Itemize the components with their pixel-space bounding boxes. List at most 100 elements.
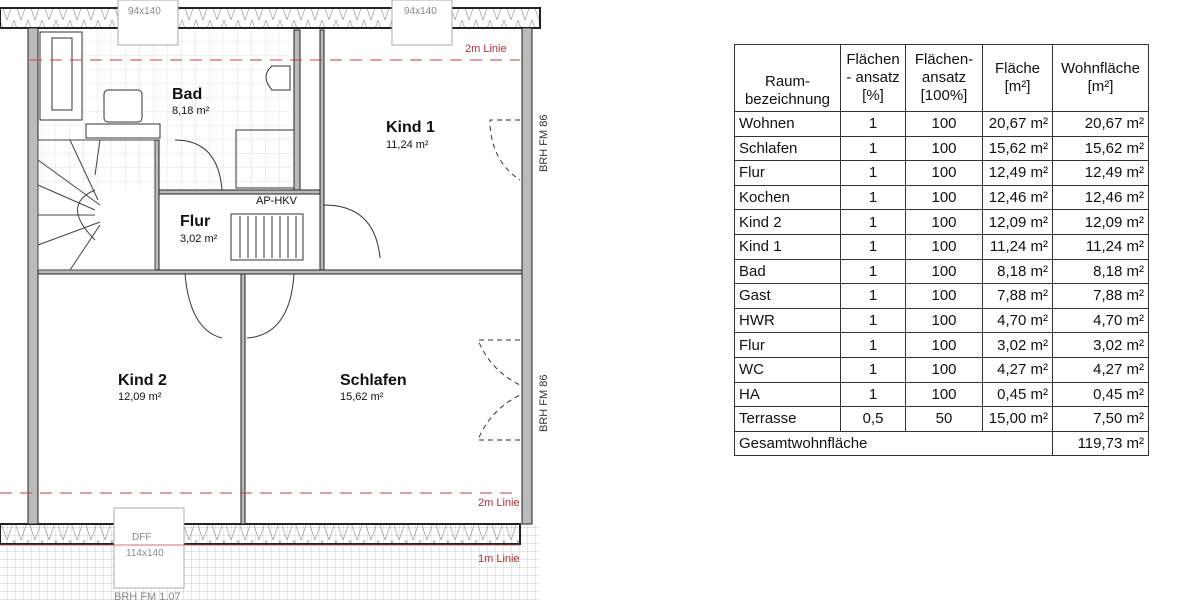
room-cell: Flur [734, 332, 841, 358]
table-total-row: Gesamtwohnfläche 119,73 m² [734, 430, 1149, 457]
room-name-kind2: Kind 2 [118, 372, 167, 389]
area-cell: 12,49 m² [982, 160, 1053, 186]
column-header: Flächen- ansatz [100%] [905, 44, 983, 112]
roof-wall-bottom [0, 523, 521, 545]
wall-left [27, 27, 39, 525]
room-cell: Schlafen [734, 135, 841, 162]
column-header: Raum- bezeichnung [734, 44, 841, 112]
factor-cell: 1 [840, 160, 906, 186]
area-cell: 8,18 m² [982, 258, 1053, 285]
radiator [230, 213, 304, 261]
living-area-cell: 12,09 m² [1052, 209, 1149, 235]
2m-line-label-top: 2m Linie [465, 43, 507, 55]
wall-bad [293, 29, 301, 191]
wall-right [521, 27, 533, 525]
room-name-bad: Bad [172, 86, 202, 103]
room-name-kind1: Kind 1 [386, 119, 435, 136]
1m-line-label: 1m Linie [478, 553, 520, 565]
factor-cell: 1 [840, 111, 906, 137]
percent-cell: 100 [905, 135, 983, 162]
wall-kind2-schlafen [240, 273, 246, 525]
room-area-flur: 3,02 m² [180, 233, 218, 245]
room-area-kind1: 11,24 m² [386, 139, 429, 151]
column-header: Wohnfläche [m²] [1052, 44, 1149, 112]
factor-cell: 1 [840, 233, 906, 260]
percent-cell: 100 [905, 283, 983, 309]
living-area-cell: 15,62 m² [1052, 135, 1149, 162]
area-cell: 12,46 m² [982, 184, 1053, 211]
total-label: Gesamtwohnfläche [734, 430, 1053, 457]
percent-cell: 100 [905, 233, 983, 260]
percent-cell: 100 [905, 356, 983, 383]
room-cell: Wohnen [734, 111, 841, 137]
living-area-cell: 0,45 m² [1052, 381, 1149, 408]
room-area-kind2: 12,09 m² [118, 391, 162, 403]
factor-cell: 1 [840, 209, 906, 235]
radiator-fins [239, 216, 297, 258]
column-header: Fläche [m²] [982, 44, 1053, 112]
area-cell: 4,70 m² [982, 307, 1053, 334]
room-cell: HA [734, 381, 841, 408]
living-area-cell: 12,49 m² [1052, 160, 1149, 186]
wall-middle [37, 269, 523, 275]
room-cell: Flur [734, 160, 841, 186]
wall-flur [154, 189, 321, 195]
factor-cell: 1 [840, 307, 906, 334]
living-area-cell: 3,02 m² [1052, 332, 1149, 358]
factor-cell: 1 [840, 381, 906, 408]
percent-cell: 100 [905, 332, 983, 358]
room-cell: Kochen [734, 184, 841, 211]
room-name-schlafen: Schlafen [340, 372, 407, 389]
doors [174, 119, 521, 441]
factor-cell: 0,5 [840, 406, 906, 432]
dff-label: DFF [132, 532, 151, 543]
living-area-cell: 20,67 m² [1052, 111, 1149, 137]
roof-window-3 [113, 507, 185, 589]
percent-cell: 50 [905, 406, 983, 432]
area-cell: 3,02 m² [982, 332, 1053, 358]
area-cell: 12,09 m² [982, 209, 1053, 235]
wall-kind1 [319, 29, 325, 271]
area-cell: 15,00 m² [982, 406, 1053, 432]
staircase [37, 139, 156, 271]
room-cell: Bad [734, 258, 841, 285]
brh-fm-86-bottom: BRH FM 86 [538, 375, 550, 432]
living-area-cell: 7,50 m² [1052, 406, 1149, 432]
living-area-cell: 11,24 m² [1052, 233, 1149, 260]
roof-window-2 [391, 0, 453, 46]
brh-fm-107: BRH FM 1,07 [114, 591, 181, 600]
living-area-cell: 8,18 m² [1052, 258, 1149, 285]
room-cell: WC [734, 356, 841, 383]
wall-stair [154, 139, 160, 271]
percent-cell: 100 [905, 209, 983, 235]
percent-cell: 100 [905, 307, 983, 334]
roof-wall-top [0, 7, 541, 29]
factor-cell: 1 [840, 258, 906, 285]
living-area-cell: 12,46 m² [1052, 184, 1149, 211]
area-cell: 4,27 m² [982, 356, 1053, 383]
room-area-schlafen: 15,62 m² [340, 391, 384, 403]
factor-cell: 1 [840, 283, 906, 309]
percent-cell: 100 [905, 258, 983, 285]
dff-label-top1: 94x140 [128, 6, 161, 17]
room-cell: Terrasse [734, 406, 841, 432]
floor-plan: 94x140 94x140 DFF 114x140 2m Linie 2m Li… [0, 0, 550, 600]
brh-fm-86-top: BRH FM 86 [538, 115, 550, 172]
room-area-bad: 8,18 m² [172, 105, 210, 117]
2m-line [0, 59, 520, 494]
percent-cell: 100 [905, 184, 983, 211]
living-area-cell: 4,27 m² [1052, 356, 1149, 383]
living-area-cell: 7,88 m² [1052, 283, 1149, 309]
column-header: Flächen - ansatz [%] [840, 44, 906, 112]
factor-cell: 1 [840, 135, 906, 162]
total-value: 119,73 m² [1052, 430, 1149, 457]
area-cell: 7,88 m² [982, 283, 1053, 309]
